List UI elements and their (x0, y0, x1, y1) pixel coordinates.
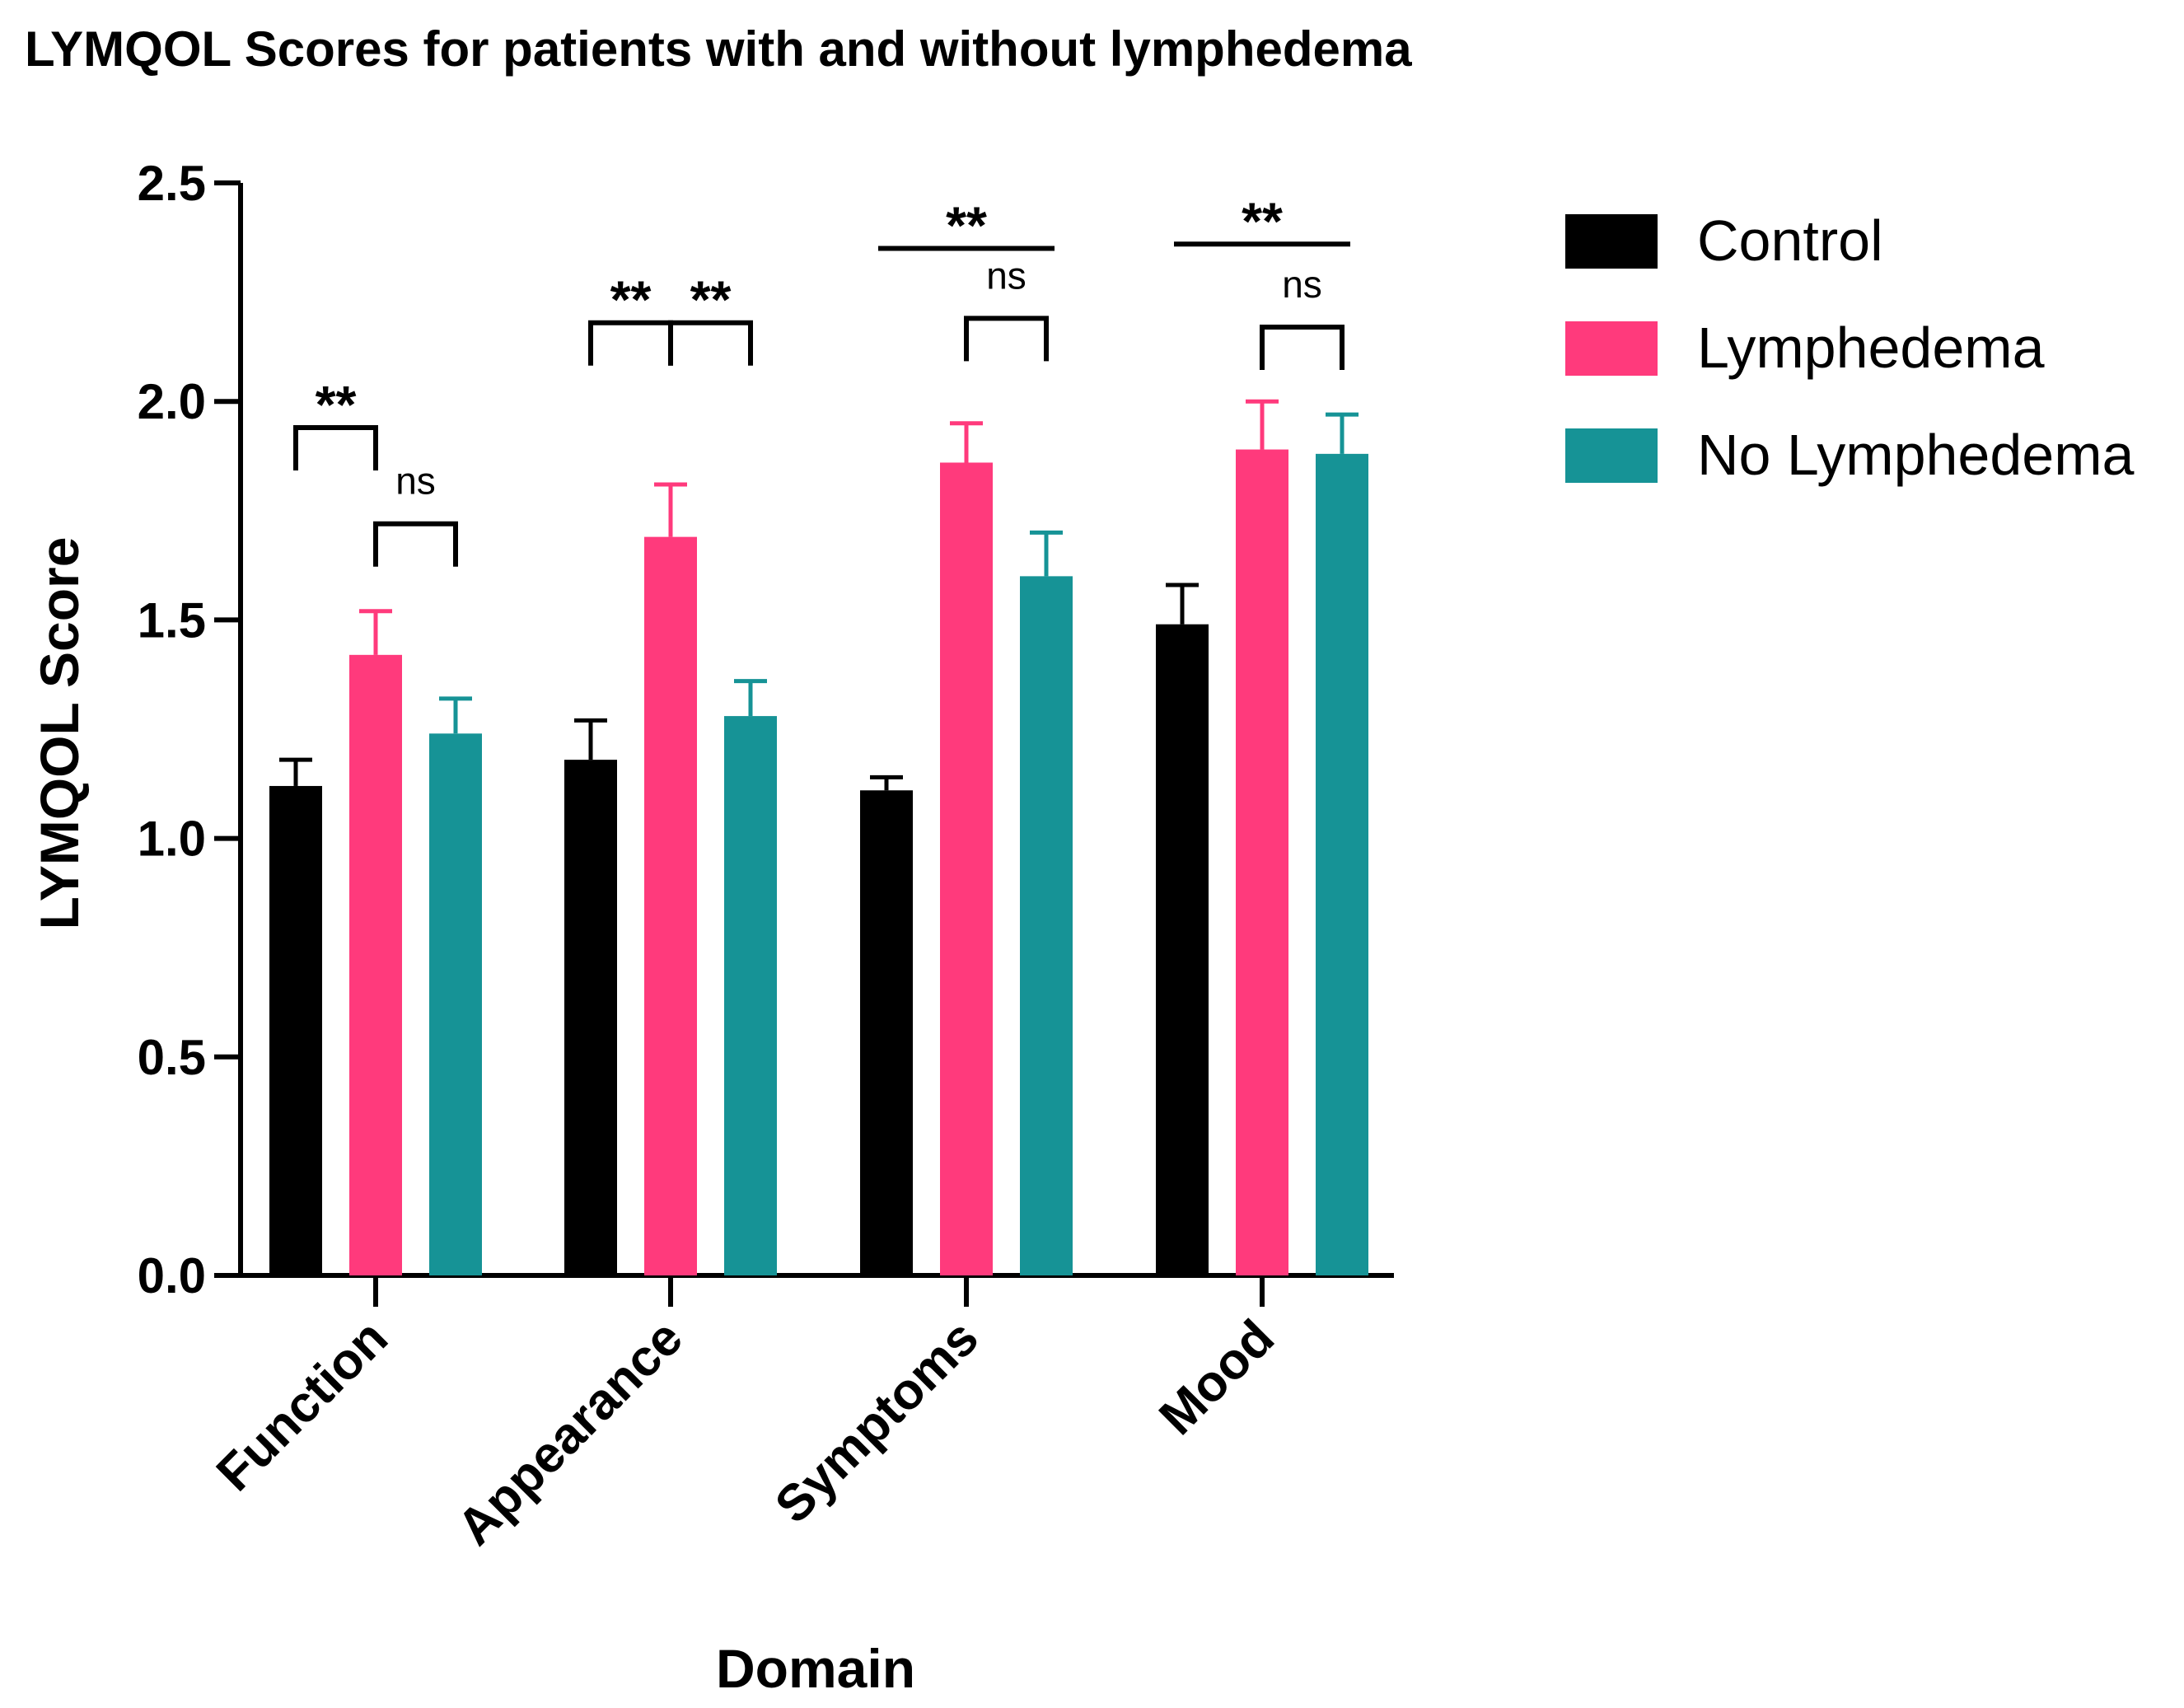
y-axis-title: LYMQOL Score (29, 537, 90, 930)
significance-label: ** (610, 270, 652, 330)
legend-swatch (1565, 214, 1658, 269)
y-tick-label: 2.5 (138, 156, 206, 211)
x-axis-title: Domain (716, 1638, 915, 1699)
legend-label: Control (1697, 208, 1883, 273)
bar (349, 654, 402, 1275)
significance-bracket (1260, 325, 1345, 371)
legend-label: Lymphedema (1697, 316, 2045, 380)
legend-swatch (1565, 321, 1658, 376)
bar (1020, 576, 1073, 1275)
bar (1316, 453, 1368, 1275)
y-tick-label: 1.0 (138, 812, 206, 867)
bar (860, 790, 913, 1275)
significance-label: ns (986, 254, 1027, 297)
significance-label: ** (1242, 191, 1283, 250)
bar (940, 462, 993, 1275)
significance-label: ns (1282, 263, 1322, 306)
bar (724, 716, 777, 1275)
significance-bracket (293, 425, 378, 471)
bar (269, 785, 322, 1275)
significance-label: ** (316, 375, 357, 434)
x-tick-label: Mood (1148, 1309, 1285, 1446)
x-tick-label: Appearance (447, 1309, 694, 1556)
legend-swatch (1565, 428, 1658, 483)
x-tick-label: Function (206, 1309, 399, 1502)
significance-label: ** (690, 270, 732, 330)
x-tick-label: Symptoms (765, 1309, 989, 1534)
y-tick-label: 2.0 (138, 374, 206, 429)
legend-label: No Lymphedema (1697, 423, 2135, 487)
significance-bracket (373, 521, 458, 567)
chart-title: LYMQOL Scores for patients with and with… (25, 21, 1412, 77)
bar (644, 536, 697, 1275)
significance-bracket (964, 316, 1049, 362)
significance-bracket (668, 320, 753, 366)
significance-label: ** (946, 196, 987, 255)
bar (564, 760, 617, 1275)
bar (1156, 624, 1209, 1275)
bar (1236, 449, 1288, 1275)
y-tick-label: 0.5 (138, 1030, 206, 1085)
y-tick-label: 1.5 (138, 592, 206, 648)
significance-label: ns (395, 460, 436, 503)
y-tick-label: 0.0 (138, 1248, 206, 1303)
bar (429, 733, 482, 1275)
